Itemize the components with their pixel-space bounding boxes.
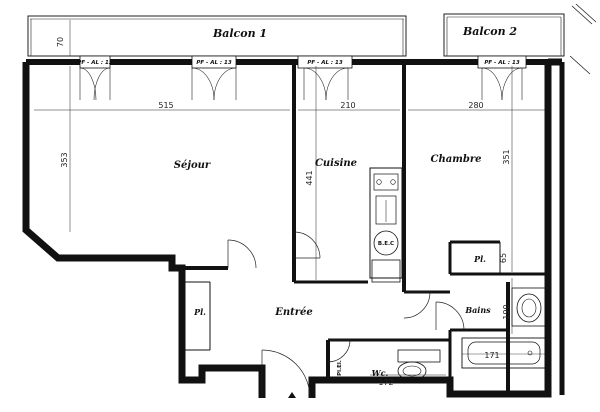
chambre-depth-label: 351: [502, 149, 511, 164]
boiler-bec: B.E.C: [373, 230, 399, 256]
sejour-depth-label: 353: [60, 152, 69, 167]
sejour-label: Séjour: [174, 160, 211, 171]
door-swings: [227, 231, 465, 399]
closet-depth-label: 65: [499, 253, 508, 263]
top-wall: [110, 59, 550, 65]
window-2: PF - AL : 13: [191, 55, 237, 101]
dimension-lines: [34, 66, 546, 376]
balcony-depth-label: 70: [56, 37, 65, 47]
balcony-2-label: Balcon 2: [462, 25, 517, 38]
chambre-label: Chambre: [431, 154, 482, 165]
svg-text:PF - AL : 13: PF - AL : 13: [484, 60, 520, 66]
wc-label: Wc.: [372, 368, 389, 378]
svg-text:B.E.C: B.E.C: [378, 241, 394, 247]
entrance-arrow: [288, 392, 296, 398]
bathtub: [461, 337, 547, 369]
chambre-width-label: 280: [468, 101, 483, 110]
bains-label: Bains: [464, 305, 491, 315]
entree-label: Entrée: [274, 307, 313, 318]
cuisine-width-label: 210: [340, 101, 355, 110]
balcony-1-label: Balcon 1: [212, 27, 267, 40]
toilet: [397, 349, 441, 381]
interior-walls: [172, 65, 548, 394]
balcony-railing-marks: [569, 3, 597, 75]
cuisine-label: Cuisine: [315, 158, 357, 169]
washbasin: [511, 287, 547, 327]
placard-electrique-label: Pl.El.: [337, 360, 343, 376]
placard-left-label: Pl.: [193, 307, 206, 317]
wc-width-label: 172: [378, 378, 393, 387]
svg-text:PF - AL : 13: PF - AL : 13: [77, 60, 113, 66]
window-1: PF - AL : 13: [77, 55, 113, 101]
cuisine-depth-label: 441: [305, 170, 314, 185]
sejour-width-label: 515: [158, 101, 173, 110]
bath-width-label: 171: [484, 351, 499, 360]
window-3: PF - AL : 13: [297, 55, 353, 101]
placard-right-label: Pl.: [473, 254, 486, 264]
svg-text:PF - AL : 13: PF - AL : 13: [196, 60, 232, 66]
window-4: PF - AL : 13: [477, 55, 527, 101]
svg-text:PF - AL : 13: PF - AL : 13: [307, 60, 343, 66]
bath-height-label: 190: [502, 304, 511, 319]
kitchen-counter: B.E.C: [369, 167, 403, 283]
